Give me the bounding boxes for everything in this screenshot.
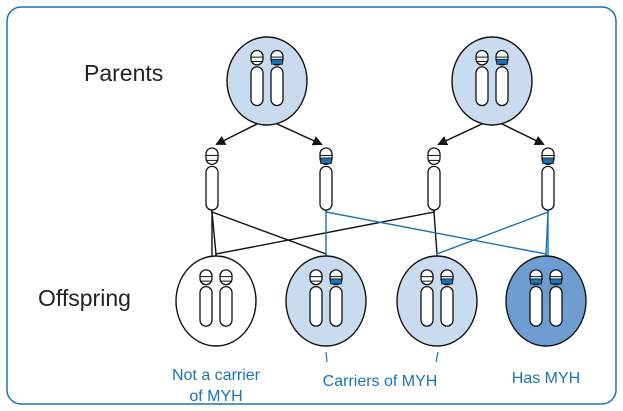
offspring-label: Offspring	[38, 285, 131, 311]
meiosis-arrow	[274, 122, 323, 146]
meiosis-arrow	[215, 122, 260, 145]
offspring-has-myh	[505, 255, 587, 347]
cross-lines	[211, 210, 549, 261]
chromosome-right	[549, 269, 563, 327]
cells	[175, 36, 587, 347]
meiosis-arrows	[215, 122, 545, 146]
chromosome-left	[420, 269, 434, 327]
offspring-carrier-2	[396, 255, 478, 347]
chromosome-left	[529, 269, 543, 327]
offspring-not-carrier	[175, 255, 257, 347]
gamete-3	[427, 147, 441, 211]
mutation-band	[320, 157, 332, 164]
parents-label: Parents	[84, 60, 163, 86]
gametes	[205, 147, 555, 211]
chromosome-left	[475, 49, 489, 107]
offspring-carrier-1	[285, 255, 367, 347]
parent-1	[226, 36, 308, 126]
carrier-tick-right	[435, 351, 439, 363]
chromosome-right	[440, 269, 454, 327]
gamete-4	[541, 147, 555, 211]
chromosome-right	[495, 49, 509, 107]
chromosome-right	[329, 269, 343, 327]
mutation-band	[271, 58, 283, 65]
chromosome-right	[270, 49, 284, 107]
chromosome-left	[199, 269, 213, 327]
cross-line	[433, 210, 438, 261]
meiosis-arrow	[499, 122, 545, 145]
chromosome-left	[250, 49, 264, 107]
gamete-2	[319, 147, 333, 211]
cross-line	[436, 210, 549, 261]
meiosis-arrow	[437, 122, 485, 146]
has-myh-label: Has MYH	[512, 370, 580, 387]
mutation-band	[441, 278, 453, 285]
mutation-band	[496, 58, 508, 65]
diagram-frame	[6, 6, 617, 405]
gamete-1	[205, 147, 219, 211]
carriers-label: Carriers of MYH	[323, 373, 438, 390]
not-carrier-label-line1: Not a carrier	[172, 367, 261, 384]
mutation-band	[550, 278, 562, 285]
parent-2	[451, 36, 533, 126]
mutation-band	[530, 278, 542, 285]
chromosome-left	[309, 269, 323, 327]
not-carrier-label-line2: of MYH	[189, 388, 242, 405]
mutation-band	[330, 278, 342, 285]
carrier-tick-left	[325, 351, 328, 363]
mutation-band	[542, 157, 554, 164]
chromosome-right	[219, 269, 233, 327]
